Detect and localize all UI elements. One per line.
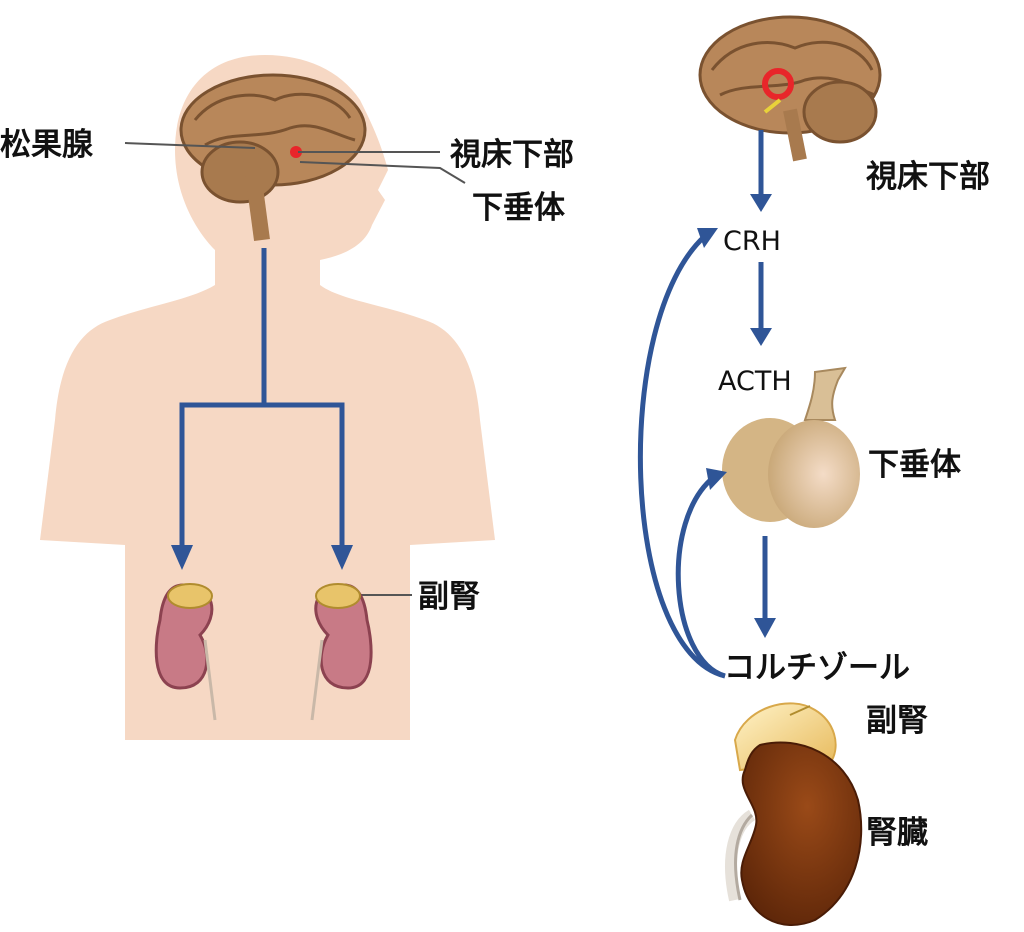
adrenal-gland-icon (315, 583, 361, 609)
acth-label: ACTH (718, 366, 792, 397)
arrowhead-left-kidney (171, 545, 193, 570)
left-panel: 松果腺 視床下部 下垂体 副腎 (0, 55, 574, 740)
arrowhead (754, 618, 776, 638)
adrenal-gland-icon (167, 583, 213, 609)
right-kidney-icon (310, 583, 373, 721)
arrowhead (750, 328, 772, 346)
kidney-label: 腎臓 (866, 815, 928, 851)
pituitary-gland-icon (722, 366, 860, 528)
adrenal-label-left: 副腎 (418, 579, 480, 615)
feedback-arrow-to-crh (637, 234, 726, 679)
pituitary-label-left: 下垂体 (472, 190, 565, 226)
adrenal-label-right: 副腎 (866, 703, 928, 739)
feedback-arrow-to-pituitary (675, 475, 726, 679)
human-body-silhouette (40, 55, 495, 740)
hypothalamus-label-left: 視床下部 (450, 137, 574, 173)
pineal-leader (124, 142, 256, 149)
pituitary-leader (299, 161, 466, 184)
hypothalamus-label-right: 視床下部 (866, 159, 990, 195)
pineal-label: 松果腺 (0, 127, 94, 163)
adrenal-leader-right (789, 705, 811, 716)
arrowhead (706, 468, 727, 490)
left-kidney-icon (154, 583, 217, 721)
cortisol-label: コルチゾール (724, 650, 910, 686)
pituitary-label-right: 下垂体 (868, 447, 961, 483)
brain-icon (179, 73, 367, 242)
hypothalamus-marker-icon (762, 68, 794, 100)
arrowhead-right-kidney (331, 545, 353, 570)
crh-label: CRH (723, 226, 781, 257)
kidney-icon (725, 741, 863, 926)
arrowhead (750, 194, 772, 212)
brain-icon (698, 15, 882, 162)
right-panel: 視床下部 CRH ACTH 下垂体 コルチゾール (637, 15, 990, 926)
left-signal-arrows (179, 248, 345, 545)
arrowhead (697, 228, 718, 248)
